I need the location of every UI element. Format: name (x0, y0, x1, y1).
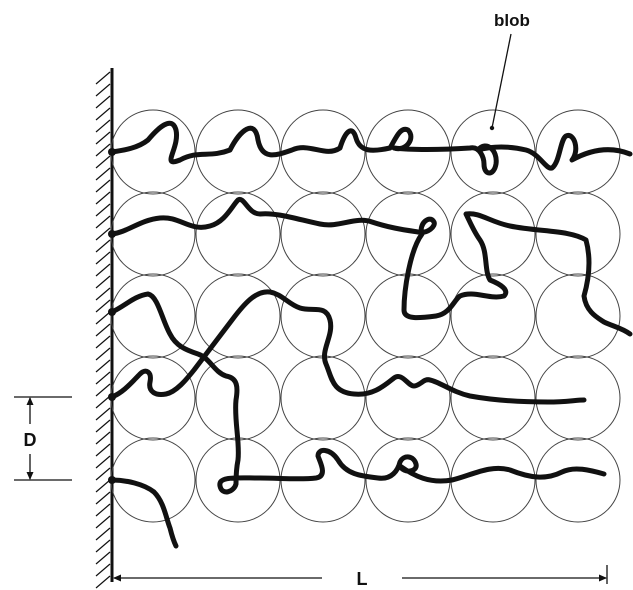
blob-circle (535, 355, 621, 441)
length-label: L (357, 569, 368, 589)
hatch-line (95, 431, 111, 445)
blob-circle (110, 273, 196, 359)
hatch-line (95, 383, 111, 397)
hatch-line (95, 107, 111, 121)
blob-leader-dot (489, 125, 495, 131)
blob-circle (535, 191, 621, 277)
blob-label: blob (494, 11, 530, 30)
length-dimension: L (113, 565, 608, 589)
hatch-line (95, 179, 111, 193)
blob-circle (110, 191, 196, 277)
hatch-line (95, 335, 111, 349)
hatch-line (95, 551, 111, 565)
blob-circle (450, 191, 536, 277)
hatch-line (95, 395, 111, 409)
chain-4 (109, 289, 587, 405)
hatch-line (95, 191, 111, 205)
blob-circle (450, 273, 536, 359)
hatch-line (95, 287, 111, 301)
hatch-line (95, 323, 111, 337)
hatch-line (95, 251, 111, 265)
polymer-chains (109, 120, 633, 549)
hatch-line (95, 71, 111, 85)
hatch-line (95, 491, 111, 505)
grafting-wall (95, 68, 114, 589)
hatch-line (95, 239, 111, 253)
hatch-line (95, 527, 111, 541)
hatch-line (95, 443, 111, 457)
wall-hatching (95, 71, 111, 589)
chain-3 (109, 291, 607, 495)
hatch-line (95, 131, 111, 145)
hatch-line (95, 275, 111, 289)
blob-circle (195, 191, 281, 277)
blob-circle (280, 191, 366, 277)
blob-circle (535, 273, 621, 359)
hatch-line (95, 167, 111, 181)
chain-5 (109, 477, 179, 549)
chain-1 (109, 120, 633, 176)
hatch-line (95, 515, 111, 529)
blob-grid (110, 109, 621, 523)
hatch-line (95, 203, 111, 217)
hatch-line (95, 371, 111, 385)
hatch-line (95, 215, 111, 229)
hatch-line (95, 155, 111, 169)
graft-points (108, 148, 116, 484)
hatch-line (95, 563, 111, 577)
hatch-line (95, 503, 111, 517)
hatch-line (95, 575, 111, 589)
hatch-line (95, 119, 111, 133)
hatch-line (95, 95, 111, 109)
hatch-line (95, 407, 111, 421)
hatch-line (95, 359, 111, 373)
hatch-line (95, 455, 111, 469)
hatch-line (95, 83, 111, 97)
blob-circle (450, 437, 536, 523)
blob-circle (365, 355, 451, 441)
blob-circle (535, 437, 621, 523)
blob-circle (365, 109, 451, 195)
hatch-line (95, 227, 111, 241)
hatch-line (95, 467, 111, 481)
hatch-line (95, 263, 111, 277)
chain-2 (109, 196, 633, 337)
hatch-line (95, 479, 111, 493)
blob-circle (110, 355, 196, 441)
hatch-line (95, 539, 111, 553)
blob-circle (280, 273, 366, 359)
hatch-line (95, 143, 111, 157)
blob-circle (280, 355, 366, 441)
hatch-line (95, 419, 111, 433)
spacing-dimension: D (14, 396, 72, 481)
hatch-line (95, 347, 111, 361)
spacing-label: D (24, 430, 37, 450)
hatch-line (95, 311, 111, 325)
blob-circle (450, 355, 536, 441)
hatch-line (95, 299, 111, 313)
blob-circle (195, 273, 281, 359)
blob-leader-line (491, 33, 512, 129)
